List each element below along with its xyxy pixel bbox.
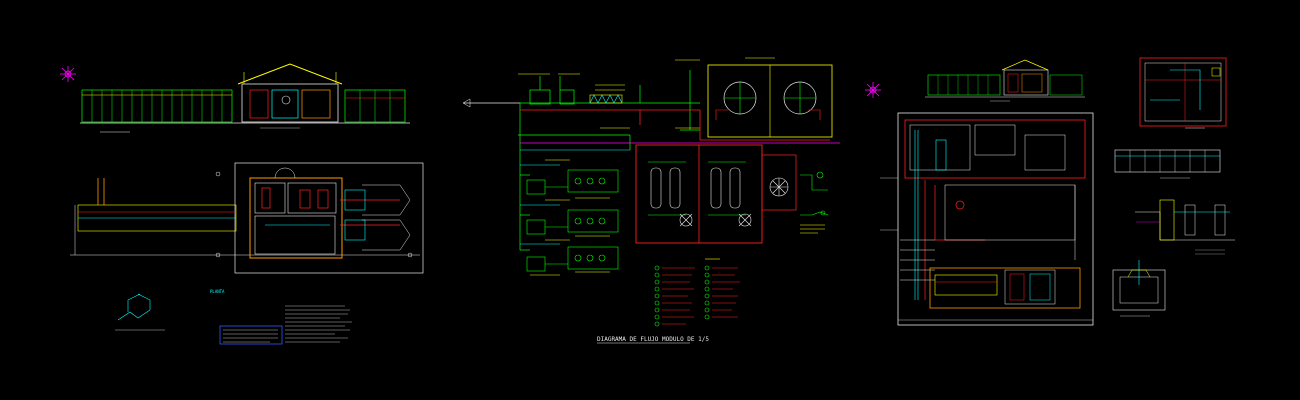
- center-tanks: [707, 64, 833, 138]
- plan-label: PLANTA: [210, 289, 225, 294]
- left-iso-detail: [115, 293, 165, 331]
- center-module-1: [520, 164, 619, 195]
- elevation-building: [237, 63, 343, 123]
- left-notes-box: [219, 325, 283, 345]
- left-plan: PLANTA: [70, 162, 424, 294]
- left-notes-lines: [285, 305, 352, 343]
- blower-icon: [769, 177, 789, 197]
- compass-star-icon-right: [865, 82, 881, 98]
- right-pit-section: [1112, 260, 1166, 317]
- right-site-plan: [880, 112, 1094, 326]
- center-legend: [654, 258, 740, 327]
- left-sheet: PLANTA: [60, 63, 424, 345]
- center-filter-block: [635, 144, 797, 244]
- right-elevation: [925, 59, 1085, 102]
- fan-icon: [679, 213, 752, 227]
- center-module-3: [520, 243, 619, 272]
- right-wall-section: [1135, 199, 1235, 255]
- right-detail-box: [1139, 57, 1227, 129]
- right-tank-section: [1114, 149, 1221, 179]
- right-sheet: [865, 57, 1235, 326]
- compass-star-icon: [60, 66, 76, 82]
- diagram-title: DIAGRAMA DE FLUJO MODULO DE 1/5: [597, 336, 709, 343]
- filter-bed-icon: [589, 94, 623, 104]
- left-elevation: [80, 63, 410, 133]
- center-module-2: [520, 204, 619, 235]
- center-flow-diagram: DIAGRAMA DE FLUJO MODULO DE 1/5: [462, 57, 840, 344]
